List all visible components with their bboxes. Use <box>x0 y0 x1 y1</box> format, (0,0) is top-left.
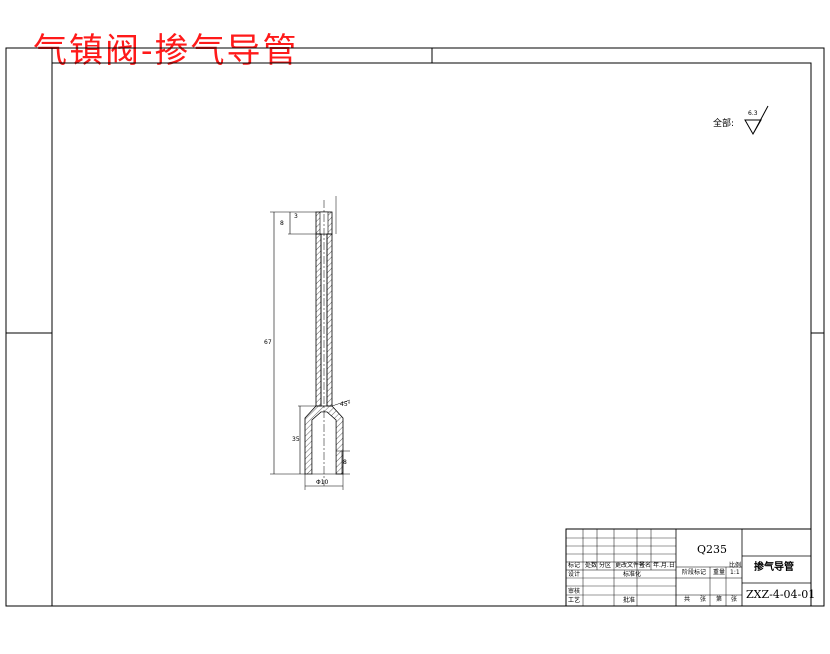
dim-chamfer: 45° <box>340 401 351 408</box>
tb-sheet-no: 第 <box>716 596 723 603</box>
tb-zone: 分区 <box>599 562 612 569</box>
tb-approve: 批准 <box>623 597 636 604</box>
scale-value: 1:1 <box>730 569 740 576</box>
title-block-grid <box>565 528 812 607</box>
roughness-value: 6.3 <box>748 110 758 117</box>
tb-sign: 签名 <box>639 562 652 569</box>
tb-mark: 标记 <box>568 562 581 569</box>
roughness-symbol <box>744 105 769 136</box>
tb-change-doc: 更改文件号 <box>615 562 646 569</box>
drawing-number: ZXZ-4-04-01 <box>746 588 816 601</box>
dim-top-step: 3 <box>294 213 298 220</box>
part-name: 掺气导管 <box>754 562 794 573</box>
tb-weight: 重量 <box>713 569 726 576</box>
tb-design: 设计 <box>568 571 581 578</box>
tb-standardize: 标准化 <box>623 571 642 578</box>
drawing-title-banner: 气镇阀-掺气导管 <box>33 31 299 71</box>
dim-top-small: 8 <box>280 220 284 227</box>
tb-stage-mark: 阶段标记 <box>682 569 707 576</box>
dim-total-length: 67 <box>264 339 272 346</box>
material-label: Q235 <box>697 543 728 556</box>
tb-process: 工艺 <box>568 597 581 604</box>
outer-frame <box>5 47 825 607</box>
tb-count: 处数 <box>585 562 598 569</box>
tb-sheets-total: 共 <box>684 596 691 603</box>
dim-bottom-dia: Φ10 <box>316 479 329 486</box>
dim-bottom-small: 8 <box>343 459 347 466</box>
dim-bottom-len: 35 <box>292 436 300 443</box>
inner-border <box>51 62 812 607</box>
tb-ratio: 比例 <box>729 562 742 569</box>
roughness-label: 全部: <box>713 119 735 129</box>
tb-sheet-unit: 张 <box>731 596 738 603</box>
tb-date: 年.月.日 <box>653 562 675 569</box>
tb-review: 审核 <box>568 588 581 595</box>
part-view <box>270 196 351 490</box>
tb-sheets: 张 <box>700 596 707 603</box>
